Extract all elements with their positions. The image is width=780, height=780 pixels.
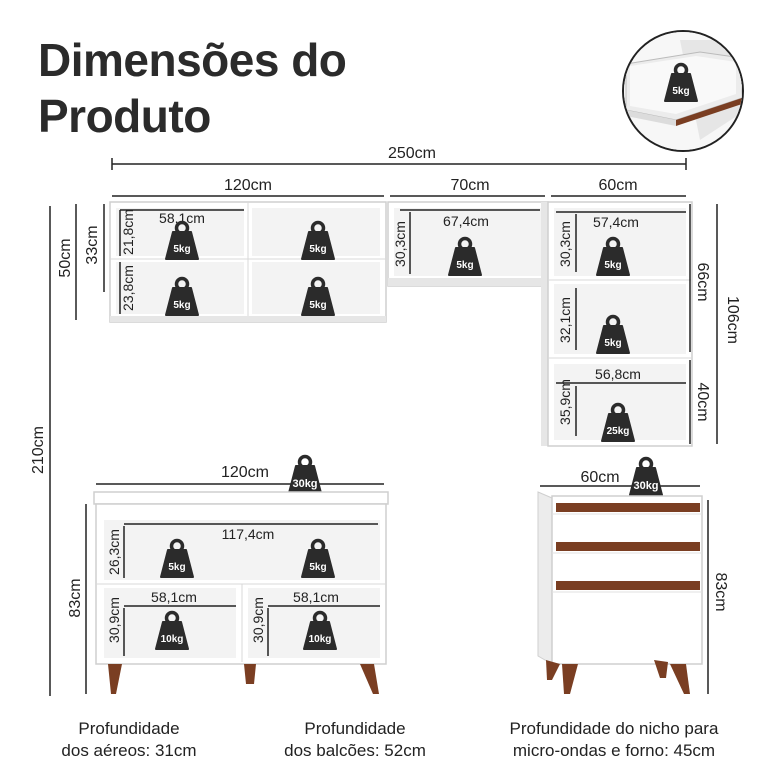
weight-label: 5kg xyxy=(604,338,621,349)
dim-label-right-total-height: 106cm xyxy=(724,296,741,344)
dim-label-mid-niche-height: 30,3cm xyxy=(392,221,408,267)
upper-depth-line-1: Profundidade xyxy=(78,719,180,738)
dim-label-drawer-height: 83cm xyxy=(712,572,729,611)
counter-depth-note: Profundidade dos balcões: 52cm xyxy=(262,718,448,762)
counter-depth-line-2: dos balcões: 52cm xyxy=(284,741,426,760)
weight-label: 10kg xyxy=(161,634,184,645)
page-title: Dimensões do Produto xyxy=(38,32,347,144)
dim-label-counter-height: 83cm xyxy=(67,578,84,617)
dim-label-right-top-height: 66cm xyxy=(694,262,711,301)
dim-label-upper-left-height: 50cm xyxy=(57,238,74,277)
dim-label-upper-mid-width: 70cm xyxy=(450,177,489,194)
dim-label-counter-inner-width: 117,4cm xyxy=(222,526,275,542)
dim-label-right-niche1-width: 57,4cm xyxy=(593,214,639,230)
drawer-cabinet xyxy=(537,491,703,694)
dim-label-right-niche2-height: 32,1cm xyxy=(557,297,573,343)
dim-label-right-bottom-height: 40cm xyxy=(694,382,711,421)
upper-depth-note: Profundidade dos aéreos: 31cm xyxy=(44,718,214,762)
dim-label-upper-left-width: 120cm xyxy=(224,177,272,194)
dim-label-total-width: 250cm xyxy=(388,145,436,162)
weight-label: 5kg xyxy=(309,244,326,255)
niche-depth-line-1: Profundidade do nicho para xyxy=(509,719,719,738)
dim-label-upper-left-top-height: 33cm xyxy=(84,225,101,264)
dim-label-counter-right-niche-width: 58,1cm xyxy=(293,589,339,605)
title-line-1: Dimensões do xyxy=(38,34,347,86)
dim-label-counter-width: 120cm xyxy=(221,464,269,481)
dim-label-counter-right-niche-height: 30,9cm xyxy=(250,597,266,643)
weight-label: 10kg xyxy=(309,634,332,645)
weight-label: 5kg xyxy=(309,300,326,311)
dim-label-counter-left-niche-height: 30,9cm xyxy=(106,597,122,643)
upper-depth-line-2: dos aéreos: 31cm xyxy=(61,741,197,760)
weight-label-inset: 5kg xyxy=(672,86,689,97)
dim-label-counter-left-niche-width: 58,1cm xyxy=(151,589,197,605)
title-line-2: Produto xyxy=(38,90,211,142)
dim-label-mid-niche-width: 67,4cm xyxy=(443,213,489,229)
weight-label: 30kg xyxy=(633,480,658,492)
niche-depth-line-2: micro-ondas e forno: 45cm xyxy=(512,741,716,760)
dim-label-niche-b-height: 23,8cm xyxy=(120,265,136,311)
weight-label: 5kg xyxy=(173,244,190,255)
dim-label-counter-top-niche-height: 26,3cm xyxy=(106,529,122,575)
dim-label-total-height: 210cm xyxy=(30,426,47,474)
counter-cabinet xyxy=(93,491,389,694)
counter-depth-line-1: Profundidade xyxy=(304,719,406,738)
drawer-detail-inset: 5kg xyxy=(622,30,744,152)
dim-label-drawer-width: 60cm xyxy=(580,469,619,486)
dim-label-right-niche3-width: 56,8cm xyxy=(595,366,641,382)
weight-label: 30kg xyxy=(292,478,317,490)
weight-label: 5kg xyxy=(173,300,190,311)
dim-label-upper-right-width: 60cm xyxy=(598,177,637,194)
weight-label: 5kg xyxy=(604,260,621,271)
niche-depth-note: Profundidade do nicho para micro-ondas e… xyxy=(496,718,732,762)
dim-label-right-niche3-height: 35,9cm xyxy=(557,379,573,425)
weight-label: 5kg xyxy=(168,562,185,573)
weight-label: 25kg xyxy=(607,426,630,437)
weight-label: 5kg xyxy=(456,260,473,271)
weight-label: 5kg xyxy=(309,562,326,573)
dim-label-right-niche1-height: 30,3cm xyxy=(557,221,573,267)
dim-label-niche-a-height: 21,8cm xyxy=(120,209,136,255)
upper-left-cabinet xyxy=(109,201,387,323)
dim-label-niche-a-width: 58,1cm xyxy=(159,210,205,226)
